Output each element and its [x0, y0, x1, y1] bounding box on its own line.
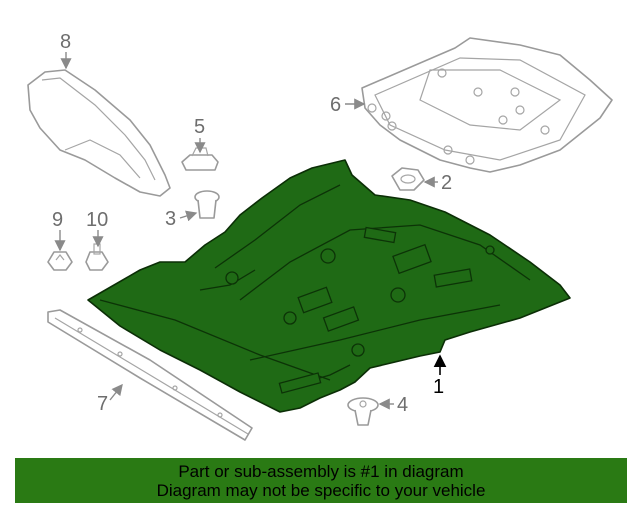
callout-9: 9: [52, 209, 63, 231]
callout-8: 8: [60, 31, 71, 53]
diagram-note-banner: Part or sub-assembly is #1 in diagram Di…: [15, 458, 627, 503]
part-8-side-cover[interactable]: [27, 69, 171, 197]
callout-4: 4: [397, 394, 408, 416]
callout-3: 3: [165, 208, 176, 230]
callout-6: 6: [330, 94, 341, 116]
parts-diagram: 1 2 3 4 5 6 7 8 9 10: [27, 31, 613, 441]
banner-line-2: Diagram may not be specific to your vehi…: [156, 480, 486, 500]
callout-1: 1: [433, 376, 444, 398]
callout-5: 5: [194, 116, 205, 138]
part-9-nut[interactable]: [47, 251, 73, 271]
banner-line-1: Part or sub-assembly is #1 in diagram: [178, 461, 464, 481]
callout-10: 10: [86, 209, 108, 231]
part-4-screw[interactable]: [347, 397, 379, 426]
part-7-bar[interactable]: [47, 309, 253, 441]
part-1-undercover[interactable]: [87, 159, 571, 413]
part-3-fastener[interactable]: [194, 190, 220, 219]
part-5-clip[interactable]: [181, 147, 219, 171]
part-10-nut[interactable]: [85, 243, 109, 271]
callout-7: 7: [97, 393, 108, 415]
part-2-grommet[interactable]: [391, 167, 425, 191]
callout-2: 2: [441, 172, 452, 194]
part-6-upper-shield[interactable]: [361, 37, 613, 173]
